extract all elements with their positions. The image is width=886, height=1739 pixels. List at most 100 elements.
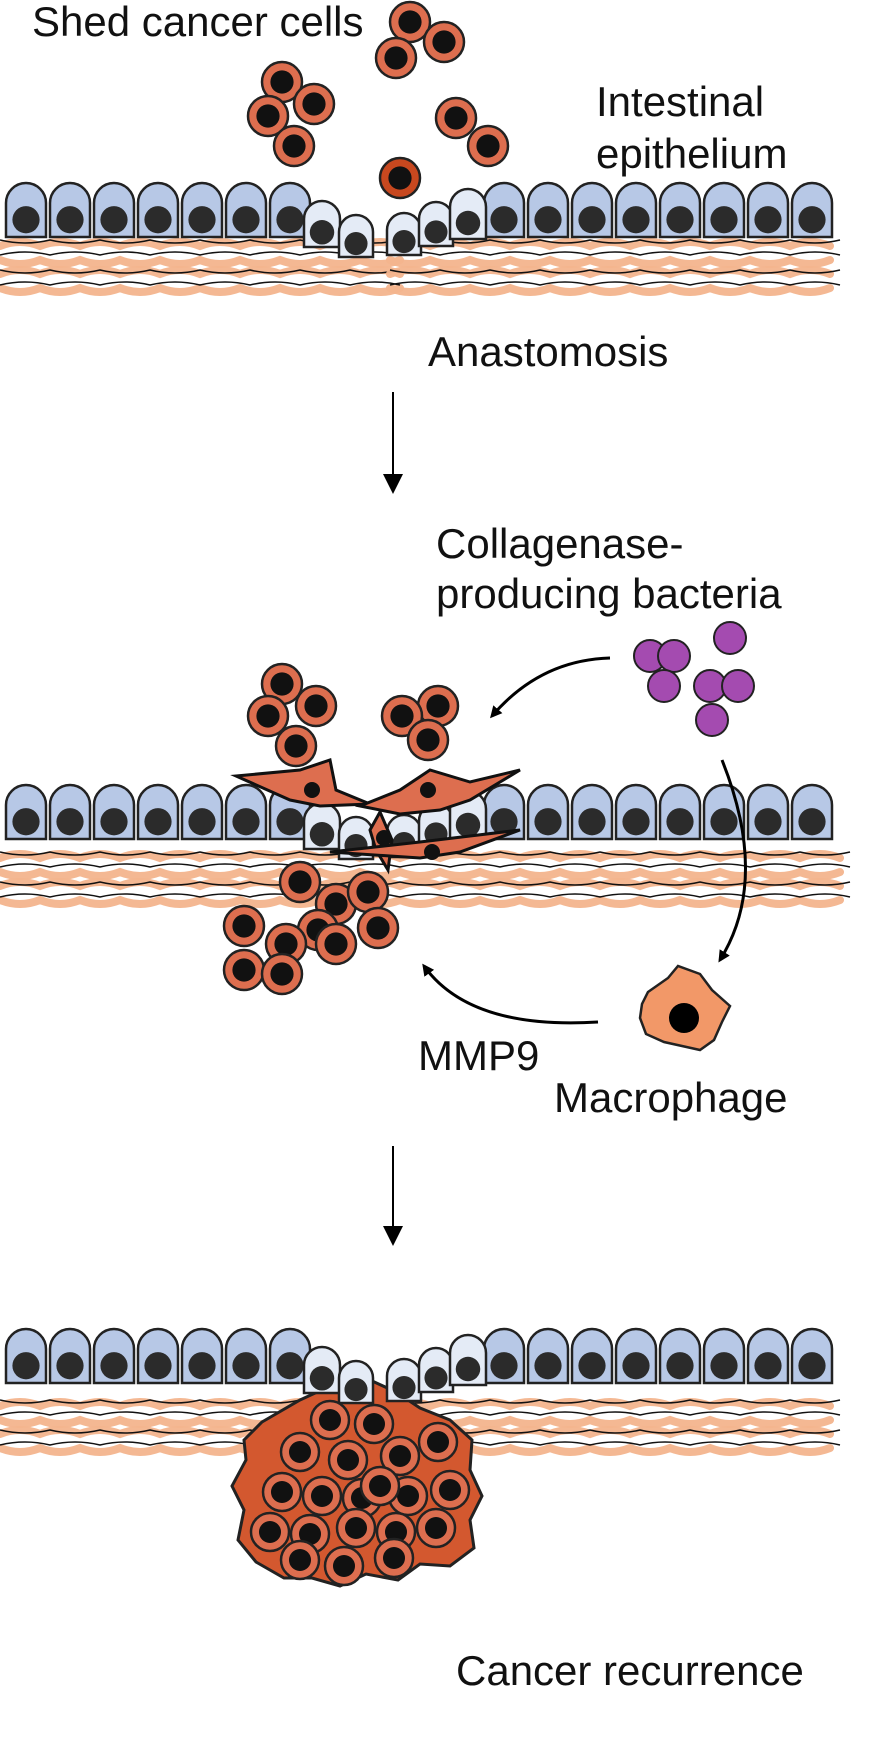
cancer-cell — [260, 662, 304, 706]
cancer-cell — [246, 94, 290, 138]
epithelial-cell — [570, 783, 614, 841]
epithelial-cell — [658, 181, 702, 239]
cancer-cell — [353, 1403, 395, 1445]
panel-1-anastomosis — [0, 0, 841, 296]
epithelial-cell — [92, 181, 136, 239]
collagen-fiber — [0, 255, 404, 268]
collagen-fiber — [0, 266, 404, 279]
epithelial-cell — [614, 181, 658, 239]
epithelial-cell — [385, 1357, 423, 1403]
cancer-cell — [278, 860, 322, 904]
collagen-thread — [0, 881, 851, 886]
collagen-fiber — [0, 867, 844, 880]
collagen-fiber — [386, 255, 834, 268]
fibroblast-nucleus — [376, 830, 392, 846]
epithelial-cell — [180, 181, 224, 239]
cancer-cell — [388, 0, 432, 44]
epithelial-cell — [180, 783, 224, 841]
epithelial-cell — [614, 1327, 658, 1385]
cancer-cell — [309, 1399, 351, 1441]
epithelial-cell — [614, 783, 658, 841]
cancer-cell — [294, 684, 338, 728]
collagen-fiber — [386, 238, 834, 251]
epithelial-cell — [790, 1327, 834, 1385]
label-epithelium: epithelium — [596, 130, 787, 177]
bacteria-to-wound-arrow — [490, 656, 611, 719]
epithelial-cell — [302, 801, 342, 851]
fibroblast — [230, 758, 371, 808]
epithelial-cell — [790, 181, 834, 239]
cancer-cell — [301, 1475, 343, 1517]
epithelial-layer — [4, 181, 834, 259]
panel-2-invasion — [0, 621, 851, 996]
cancer-cell — [356, 906, 400, 950]
epithelial-cell — [658, 783, 702, 841]
cancer-cell-clusters — [222, 662, 460, 996]
epithelial-cell — [48, 1327, 92, 1385]
collagen-fiber — [386, 1398, 834, 1411]
cancer-cell — [323, 1545, 365, 1587]
epithelial-cell — [4, 1327, 48, 1385]
cancer-cell — [378, 156, 422, 200]
collagen-thread — [389, 239, 841, 244]
collagen-layer — [0, 238, 841, 296]
cancer-cell — [346, 870, 390, 914]
epithelial-cell — [302, 199, 342, 249]
label-intestinal: Intestinal — [596, 78, 764, 125]
cancer-cell — [292, 82, 336, 126]
epithelial-cell — [268, 1327, 312, 1385]
tumor-cancer-cells — [249, 1399, 471, 1587]
bacterium — [713, 621, 747, 655]
epithelial-cell — [448, 1333, 488, 1387]
bacterium — [695, 703, 729, 737]
epithelial-cell — [482, 783, 526, 841]
label-shed-cancer-cells: Shed cancer cells — [32, 0, 364, 45]
collagen-thread — [389, 281, 841, 286]
macrophage-icon — [638, 964, 732, 1052]
cancer-cell — [335, 1507, 377, 1549]
cancer-cell — [327, 1439, 369, 1481]
collagen-thread — [389, 1399, 841, 1404]
fibroblast — [354, 768, 521, 816]
epithelial-layer — [4, 1327, 834, 1405]
epithelial-cell — [746, 1327, 790, 1385]
epithelial-cell — [526, 783, 570, 841]
collagen-thread — [0, 281, 401, 286]
label-producing-bacteria: producing bacteria — [436, 570, 782, 617]
epithelial-cell — [268, 783, 312, 841]
epithelial-cell — [790, 783, 834, 841]
bacteria-to-macrophage-arrow — [718, 759, 747, 963]
collagen-thread — [389, 251, 841, 256]
collagen-thread — [0, 863, 851, 868]
down-arrow-icon — [383, 392, 403, 494]
epithelial-cell — [302, 1345, 342, 1395]
cancer-cell — [466, 124, 510, 168]
epithelial-cell — [337, 213, 375, 259]
epithelial-cell — [224, 1327, 268, 1385]
epithelial-cell — [337, 1359, 375, 1405]
epithelial-cell — [482, 1327, 526, 1385]
fibroblast-nucleus — [304, 782, 320, 798]
cancer-cell — [222, 948, 266, 992]
collagen-thread — [389, 269, 841, 274]
epithelial-cell — [746, 181, 790, 239]
cancer-cell — [429, 1469, 471, 1511]
label-mmp9: MMP9 — [418, 1032, 539, 1079]
cancer-cell — [279, 1539, 321, 1581]
collagen-fiber — [386, 283, 834, 296]
epithelial-cell — [4, 783, 48, 841]
epithelial-cell — [482, 181, 526, 239]
epithelial-cell — [4, 181, 48, 239]
cancer-cell — [359, 1465, 401, 1507]
epithelial-cell — [526, 1327, 570, 1385]
cancer-cell — [380, 694, 424, 738]
epithelial-cell — [180, 1327, 224, 1385]
epithelial-cell — [746, 783, 790, 841]
epithelial-cell — [224, 181, 268, 239]
epithelial-cell — [417, 1346, 455, 1394]
fibroblast-nucleus — [420, 782, 436, 798]
mmp9-arrow — [422, 963, 599, 1025]
fibroblast — [329, 828, 521, 860]
panel-3-recurrence — [0, 1327, 841, 1588]
